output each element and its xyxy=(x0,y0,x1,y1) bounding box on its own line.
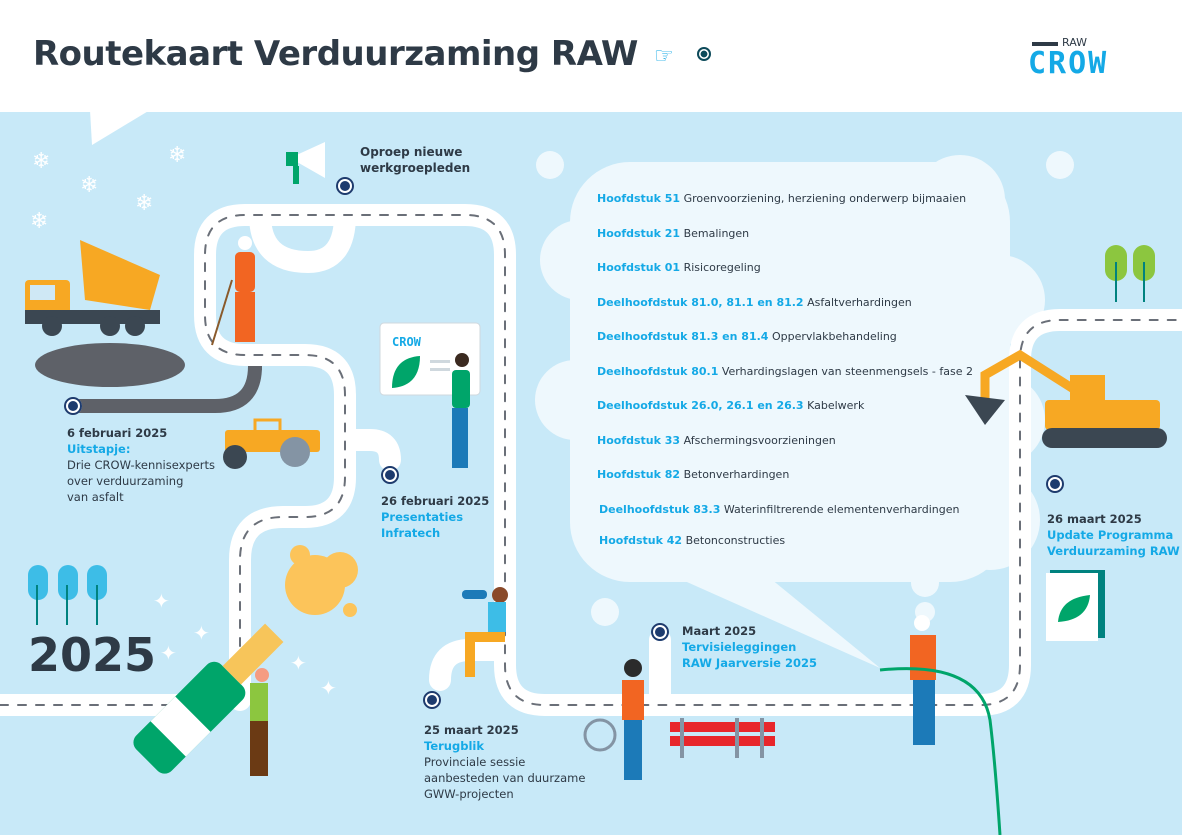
snowflake-icons: ❄ ❄ ❄ ❄ ❄ xyxy=(30,143,186,234)
logo-raw-text: RAW xyxy=(1062,36,1087,49)
event-title: Uitstapje: xyxy=(67,442,131,456)
pin xyxy=(423,691,441,709)
header xyxy=(0,0,1182,112)
worker-illustration xyxy=(211,236,255,346)
page-title: Routekaart Verduurzaming RAW xyxy=(33,34,638,74)
road-roller-illustration xyxy=(223,418,320,469)
callout-line: werkgroepleden xyxy=(360,161,471,175)
trees-left xyxy=(28,565,107,625)
event-title: Infratech xyxy=(381,526,441,540)
event-25-mrt: 25 maart 2025 Terugblik Provinciale sess… xyxy=(424,722,585,802)
chapter-item: Deelhoofdstuk 26.0, 26.1 en 26.3 Kabelwe… xyxy=(597,399,865,412)
event-date: 25 maart 2025 xyxy=(424,723,519,737)
presenter-illustration xyxy=(452,353,470,468)
chapter-item: Hoofdstuk 82 Betonverhardingen xyxy=(597,468,790,481)
chapter-item: Deelhoofdstuk 81.0, 81.1 en 81.2 Asfaltv… xyxy=(597,296,912,309)
hand-pointing-icon: ☞ xyxy=(654,44,674,69)
pin xyxy=(1046,475,1064,493)
callout-line: Oproep nieuwe xyxy=(360,145,463,159)
year-label: 2025 xyxy=(28,628,157,682)
event-26-feb: 26 februari 2025 Presentaties Infratech xyxy=(381,493,489,541)
callout-text: Oproep nieuwe werkgroepleden xyxy=(360,144,470,176)
pin xyxy=(336,177,354,195)
target-icon xyxy=(697,47,711,61)
event-desc: GWW-projecten xyxy=(424,787,514,801)
event-desc: Drie CROW-kennisexperts xyxy=(67,458,216,472)
svg-text:✦: ✦ xyxy=(160,641,177,665)
chapter-item: Hoofdstuk 42 Betonconstructies xyxy=(599,534,786,547)
pin xyxy=(381,466,399,484)
dump-truck-illustration xyxy=(25,240,160,336)
svg-text:❄: ❄ xyxy=(80,173,98,198)
event-26-mrt: 26 maart 2025 Update Programma Verduurza… xyxy=(1047,511,1180,559)
event-date: 26 maart 2025 xyxy=(1047,512,1142,526)
svg-text:✦: ✦ xyxy=(193,621,210,645)
excavator-illustration xyxy=(965,349,1167,448)
crow-logo: RAW CROW xyxy=(1028,36,1150,81)
pin xyxy=(651,623,669,641)
megaphone-icon xyxy=(286,142,325,184)
pin xyxy=(64,397,82,415)
event-title: Verduurzaming RAW xyxy=(1047,544,1180,558)
svg-text:✦: ✦ xyxy=(153,589,170,613)
event-6-feb: 6 februari 2025 Uitstapje: Drie CROW-ken… xyxy=(67,425,215,505)
program-booklet xyxy=(1046,570,1105,641)
event-title: RAW Jaarversie 2025 xyxy=(682,656,817,670)
header-notch xyxy=(90,110,150,145)
chapter-item: Hoofdstuk 51 Groenvoorziening, herzienin… xyxy=(597,192,967,205)
asphalt-pile xyxy=(35,343,185,387)
chapter-item: Deelhoofdstuk 83.3 Waterinfiltrerende el… xyxy=(599,503,960,516)
event-date: Maart 2025 xyxy=(682,624,757,638)
svg-text:❄: ❄ xyxy=(168,143,186,168)
svg-text:✦: ✦ xyxy=(290,651,307,675)
chapter-item: Hoofdstuk 21 Bemalingen xyxy=(597,227,750,240)
chapter-item: Deelhoofdstuk 80.1 Verhardingslagen van … xyxy=(597,365,973,378)
event-desc: van asfalt xyxy=(67,490,124,504)
sparkle-icons: ✦ ✦ ✦ ✦ ✦ xyxy=(153,589,337,700)
event-date: 6 februari 2025 xyxy=(67,426,168,440)
event-title: Presentaties xyxy=(381,510,464,524)
milestone-pins xyxy=(64,177,1064,709)
board-logo: CROW xyxy=(392,335,422,349)
svg-text:❄: ❄ xyxy=(32,149,50,174)
event-title: Terugblik xyxy=(424,739,484,753)
chapter-item: Deelhoofdstuk 81.3 en 81.4 Oppervlakbeha… xyxy=(597,330,897,343)
champagne-bottle-illustration xyxy=(133,545,358,774)
trees-right xyxy=(1105,245,1155,302)
logo-crow-text: CROW xyxy=(1028,46,1109,81)
svg-text:✦: ✦ xyxy=(320,676,337,700)
road-barrier-illustration xyxy=(670,718,775,758)
event-desc: over verduurzaming xyxy=(67,474,184,488)
binocular-person-illustration xyxy=(462,587,508,677)
hose-worker-illustration xyxy=(879,615,1002,835)
asphalt-road xyxy=(73,365,262,413)
event-maart: Maart 2025 Tervisieleggingen RAW Jaarver… xyxy=(682,623,817,671)
svg-text:❄: ❄ xyxy=(135,191,153,216)
event-desc: aanbesteden van duurzame xyxy=(424,771,586,785)
event-desc: Provinciale sessie xyxy=(424,755,526,769)
event-title: Update Programma xyxy=(1047,528,1174,542)
event-title: Tervisieleggingen xyxy=(682,640,797,654)
chapter-item: Hoofdstuk 01 Risicoregeling xyxy=(597,261,761,274)
celebrating-person-illustration xyxy=(250,668,269,776)
event-date: 26 februari 2025 xyxy=(381,494,490,508)
chapter-item: Hoofdstuk 33 Afschermingsvoorzieningen xyxy=(597,434,836,447)
svg-text:❄: ❄ xyxy=(30,209,48,234)
main-road xyxy=(0,204,1182,716)
cable-worker-illustration xyxy=(583,659,644,780)
